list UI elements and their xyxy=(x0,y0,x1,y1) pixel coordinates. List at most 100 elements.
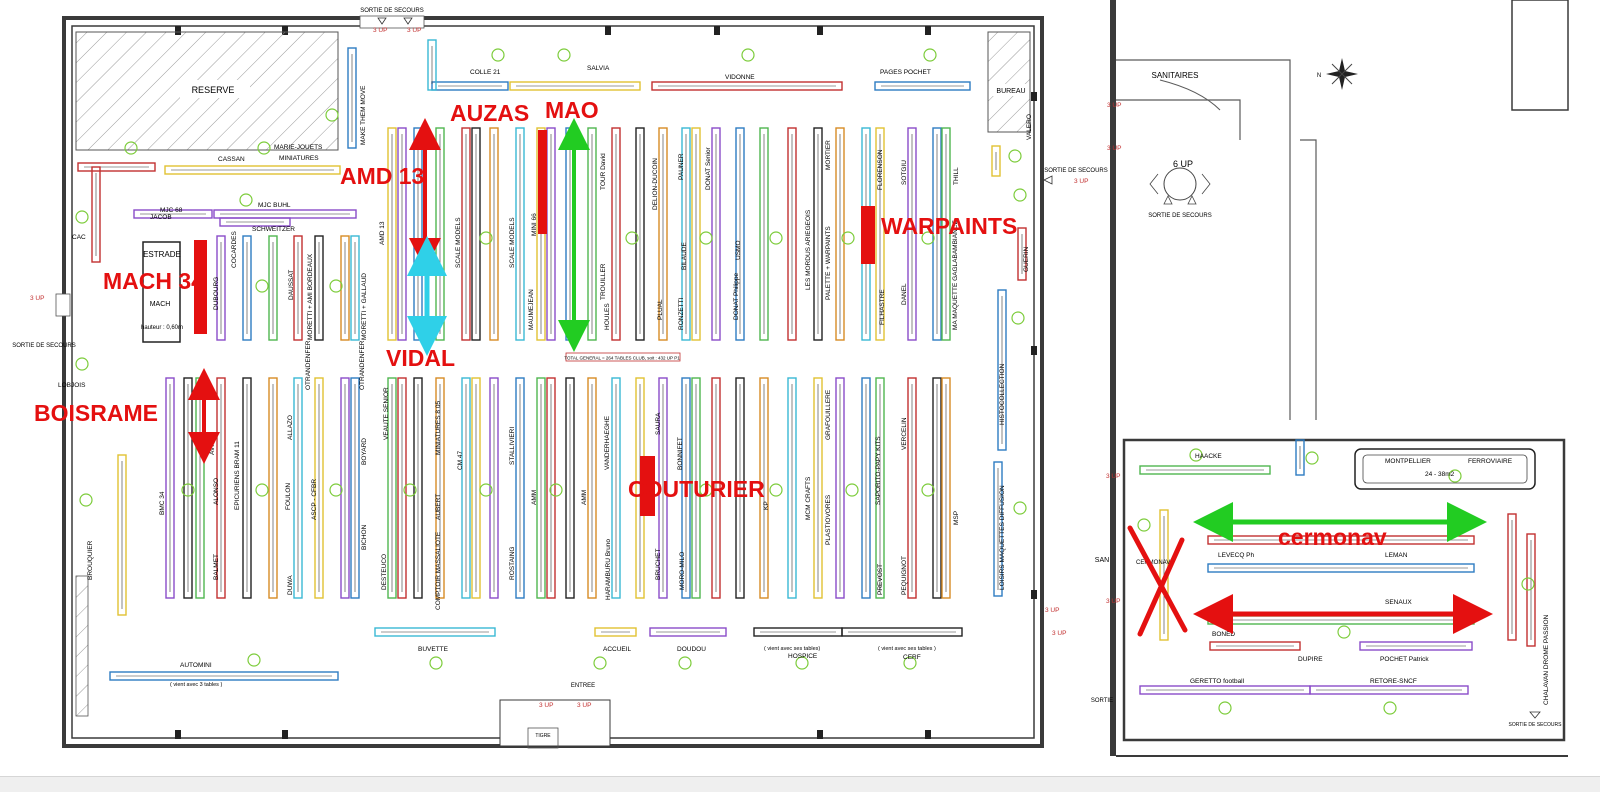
svg-text:MINIATURES 8 05: MINIATURES 8 05 xyxy=(435,401,442,455)
svg-text:BALMET: BALMET xyxy=(213,554,220,580)
reserve-label: RESERVE xyxy=(192,85,235,95)
table-column xyxy=(427,39,437,91)
svg-text:ENTREE: ENTREE xyxy=(571,683,595,689)
svg-text:SORTIE DE SECOURS: SORTIE DE SECOURS xyxy=(1509,722,1563,728)
label-senaux: SENAUX xyxy=(1385,599,1412,606)
svg-text:SORTIE DE SECOURS: SORTIE DE SECOURS xyxy=(1044,168,1108,174)
pillar-icon xyxy=(817,26,823,35)
cross-out-icon xyxy=(1127,525,1188,637)
annotation-warpaints: WARPAINTS xyxy=(881,213,1017,239)
table-column xyxy=(293,235,303,341)
up-label: 3 UP xyxy=(407,27,421,34)
table-column xyxy=(536,377,546,599)
table-column xyxy=(216,377,226,599)
table-column xyxy=(347,47,357,149)
table-column xyxy=(941,127,951,341)
pillar-icon xyxy=(605,26,611,35)
svg-text:CHALAVAN DROME PASSION: CHALAVAN DROME PASSION xyxy=(1543,614,1550,705)
svg-text:BOYARD: BOYARD xyxy=(361,438,368,465)
svg-text:MA MAQUETTE GAGLABAMBIANCE: MA MAQUETTE GAGLABAMBIANCE xyxy=(952,220,959,330)
table-column xyxy=(165,377,175,599)
label-automini: AUTOMINI xyxy=(180,662,212,669)
label-montpellier-size: 24 - 38m2 xyxy=(1425,471,1455,478)
stand-number-circle xyxy=(1337,625,1351,639)
table-column xyxy=(117,454,127,616)
svg-text:ROSTAING: ROSTAING xyxy=(509,547,516,580)
stand-number-circle xyxy=(1137,518,1151,532)
svg-text:SORTIE DE SECOURS: SORTIE DE SECOURS xyxy=(360,8,424,14)
svg-text:PREVOST: PREVOST xyxy=(877,564,884,595)
table-column xyxy=(1017,227,1027,281)
montpellier-layout xyxy=(1354,448,1536,490)
svg-text:PLUAL: PLUAL xyxy=(657,299,664,320)
table-column xyxy=(350,235,360,341)
svg-text:BILAUDE: BILAUDE xyxy=(681,242,688,270)
svg-text:STALLIVIERI: STALLIVIERI xyxy=(509,427,516,465)
label-colle21: COLLE 21 xyxy=(470,69,501,76)
pillar-icon xyxy=(282,730,288,739)
estrade-label: ESTRADE xyxy=(143,250,181,259)
svg-text:BMC 34: BMC 34 xyxy=(159,491,166,515)
label-leman: LEMAN xyxy=(1385,552,1408,559)
stand-number-circle xyxy=(247,653,261,667)
svg-text:ALONSO: ALONSO xyxy=(213,478,220,505)
table-column xyxy=(993,461,1003,597)
total-note: TOTAL GENERAL = 264 TABLES CLUB, soit : … xyxy=(564,356,680,361)
svg-text:DUWA: DUWA xyxy=(287,575,294,595)
svg-text:BONNIFET: BONNIFET xyxy=(677,437,684,470)
table-row xyxy=(874,81,971,91)
label-cermonav-small: CERMONAV xyxy=(1136,560,1170,566)
stand-number-circle xyxy=(1013,188,1027,202)
pillar-icon xyxy=(175,26,181,35)
label-schweitzer: SCHWEITZER xyxy=(252,226,295,233)
label-dupire: DUPIRE xyxy=(1298,656,1323,663)
svg-text:FLORENSON: FLORENSON xyxy=(877,149,884,190)
up-label: 3 UP xyxy=(1107,145,1121,152)
pillar-icon xyxy=(1031,92,1037,101)
svg-text:TIGRE: TIGRE xyxy=(535,733,551,739)
mark-couturier xyxy=(640,456,655,516)
annotation-auzas: AUZAS xyxy=(450,100,529,126)
svg-text:MAKE THEM MOVE: MAKE THEM MOVE xyxy=(360,85,367,145)
svg-text:OTRANDENFER: OTRANDENFER xyxy=(359,340,366,390)
svg-text:USMO: USMO xyxy=(735,241,742,261)
svg-text:MORETTI + AMI BORDEAUX: MORETTI + AMI BORDEAUX xyxy=(307,253,314,340)
table-column xyxy=(397,377,407,599)
table-column xyxy=(216,235,226,341)
svg-text:HARAMBURU Bruno: HARAMBURU Bruno xyxy=(605,539,612,600)
stand-number-circle xyxy=(1008,149,1022,163)
stand-number-circle xyxy=(325,108,339,122)
table-row xyxy=(841,627,963,637)
pillar-icon xyxy=(925,26,931,35)
svg-text:HOULES: HOULES xyxy=(604,303,611,330)
label-cerf: CERF xyxy=(903,654,921,661)
pillar-icon xyxy=(1031,346,1037,355)
stand-number-circle xyxy=(491,48,505,62)
stand-number-circle xyxy=(329,279,343,293)
mark-mach34 xyxy=(194,240,207,334)
table-column xyxy=(711,127,721,341)
table-row xyxy=(431,81,509,91)
pillar-icon xyxy=(714,26,720,35)
label-pochet-patrick: POCHET Patrick xyxy=(1380,656,1429,663)
table-column xyxy=(813,377,823,599)
table-column xyxy=(293,377,303,599)
svg-text:TOUR David: TOUR David xyxy=(600,153,607,190)
table-row xyxy=(509,81,641,91)
table-column xyxy=(658,377,668,599)
table-column xyxy=(314,377,324,599)
table-column xyxy=(242,235,252,341)
stand-number-circle xyxy=(1218,701,1232,715)
table-row xyxy=(1209,641,1301,651)
sanitaires-label: SANITAIRES xyxy=(1152,71,1199,80)
floor-plan: RESERVE BUREAU ESTRADE MACH hauteur : 0,… xyxy=(12,0,1569,757)
compass-icon: N xyxy=(1317,58,1358,90)
annotation-amd13: AMD 13 xyxy=(340,163,424,189)
svg-text:SORTIE: SORTIE xyxy=(1091,698,1113,704)
table-column xyxy=(691,127,701,341)
label-mjc-buhl: MJC BUHL xyxy=(258,202,291,209)
stand-number-circle xyxy=(769,483,783,497)
label-jacob: JACOB xyxy=(150,214,172,221)
svg-text:MAUMEJEAN: MAUMEJEAN xyxy=(528,289,535,330)
label-montpellier: MONTPELLIER xyxy=(1385,458,1431,465)
